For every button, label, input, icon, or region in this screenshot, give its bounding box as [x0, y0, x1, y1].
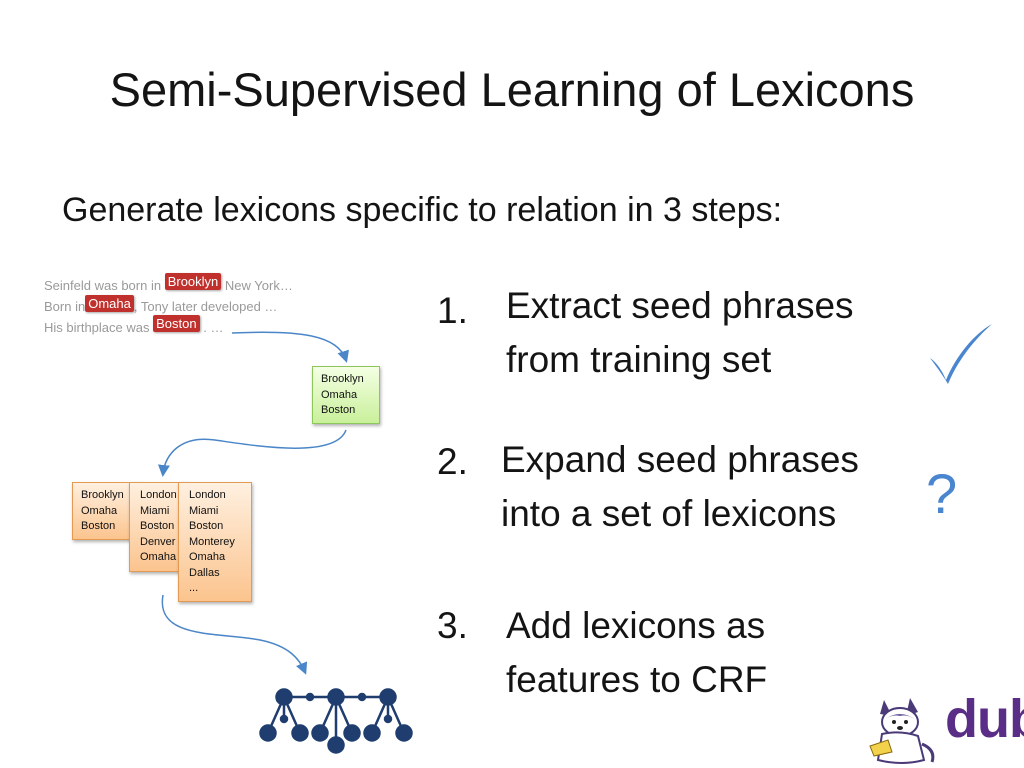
lexicon-item: London	[140, 489, 177, 501]
lexicon-item: Brooklyn	[81, 489, 124, 501]
step-1-line-2: from training set	[506, 339, 772, 380]
step-3-number: 3.	[437, 605, 468, 646]
lexicon-item: Omaha	[189, 551, 226, 563]
highlight-brooklyn: Brooklyn	[164, 273, 222, 290]
slide-title: Semi-Supervised Learning of Lexicons	[109, 63, 915, 116]
seed-item: Boston	[321, 404, 356, 416]
step-2-line-1: Expand seed phrases	[501, 439, 859, 480]
lexicon-item: Omaha	[81, 504, 118, 517]
lexicon-item: Boston	[140, 520, 175, 532]
highlight-boston: Boston	[153, 315, 200, 332]
lexicon-item: Boston	[189, 520, 224, 532]
highlight-omaha: Omaha	[85, 295, 134, 312]
step-3-line-2: features to CRF	[506, 659, 768, 700]
sentence-1: Seinfeld was born in Brooklyn New York…	[44, 273, 293, 293]
lexicon-item: Omaha	[140, 551, 177, 563]
sentence-1-before: Seinfeld was born in	[44, 278, 162, 293]
seed-phrase-box: Brooklyn Omaha Boston	[312, 366, 380, 424]
sentence-3-after: . …	[203, 320, 224, 335]
slide-subtitle: Generate lexicons specific to relation i…	[62, 191, 783, 229]
sentence-2-before: Born in	[44, 299, 86, 314]
lexicon-card-3: London Miami Boston Monterey Omaha Dalla…	[178, 482, 252, 602]
sentence-2-after: , Tony later developed …	[133, 299, 278, 314]
lexicon-item: Denver	[140, 535, 176, 548]
husky-mascot-icon	[869, 698, 935, 764]
sentence-1-after: New York…	[224, 278, 293, 293]
arrow-to-lexicons	[157, 429, 347, 477]
sentence-3: His birthplace was Boston . …	[44, 315, 224, 335]
step-2-line-2: into a set of lexicons	[501, 493, 837, 534]
lexicon-item: ...	[189, 582, 199, 594]
seed-item: Brooklyn	[321, 373, 364, 385]
question-mark-icon: ?	[926, 462, 958, 525]
step-2-number: 2.	[437, 441, 468, 482]
arrow-to-seeds	[231, 331, 349, 363]
step-1-line-1: Extract seed phrases	[506, 285, 854, 326]
checkmark-icon	[930, 324, 992, 384]
lexicon-item: Dallas	[189, 566, 220, 579]
lexicon-item: London	[189, 489, 226, 501]
sentence-3-before: His birthplace was	[44, 320, 150, 335]
lexicon-item: Monterey	[189, 535, 235, 548]
seed-item: Omaha	[321, 388, 358, 401]
crf-tree-icon	[259, 688, 413, 754]
arrow-to-crf	[161, 594, 308, 675]
dub-logo: dub	[945, 689, 1024, 749]
step-3-line-1: Add lexicons as	[506, 605, 766, 646]
step-1-number: 1.	[437, 290, 468, 331]
lexicon-item: Miami	[189, 504, 219, 517]
lexicon-item: Miami	[140, 504, 170, 517]
lexicon-item: Boston	[81, 520, 116, 532]
